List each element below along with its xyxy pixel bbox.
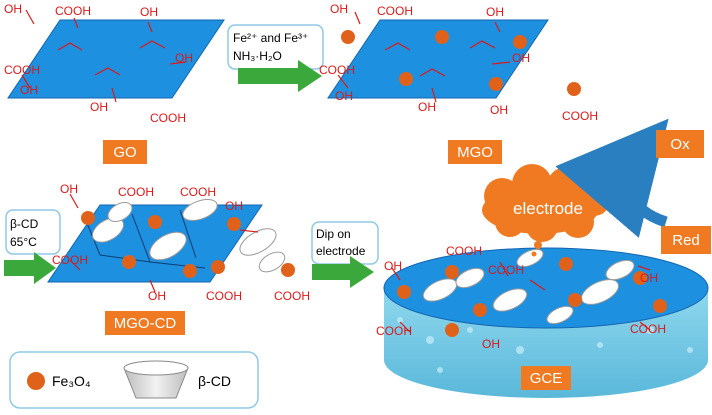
- go-cooh-1: COOH: [55, 4, 91, 18]
- fe3o4-legend-label: Fe₃O₄: [52, 373, 91, 389]
- mgocd-oh-2: OH: [225, 199, 243, 213]
- go-cooh-2: COOH: [4, 63, 40, 77]
- go-cooh-3: COOH: [150, 111, 186, 125]
- step2-line1: β-CD: [10, 217, 39, 231]
- electrode-cloud-label: electrode: [513, 199, 583, 218]
- step3-line2: electrode: [316, 244, 366, 258]
- go-oh-4: OH: [20, 83, 38, 97]
- mgo-cooh-3: COOH: [562, 109, 598, 123]
- red-label: Red: [672, 232, 700, 249]
- beta-cd-legend-label: β-CD: [198, 373, 231, 389]
- mgo-label-box: [448, 140, 502, 164]
- redox-cycle-arrow: [555, 118, 669, 238]
- step1-line1: Fe²⁺ and Fe³⁺: [233, 31, 308, 45]
- go-sheet: [7, 19, 225, 99]
- mgo-sheet-group: OH COOH OH COOH OH OH OH OH COOH: [319, 2, 598, 123]
- gce-oh-2: OH: [640, 271, 658, 285]
- mgo-cd-sheet-group: OH COOH COOH OH COOH OH COOH COOH: [47, 182, 310, 303]
- mgo-cooh-2: COOH: [319, 63, 355, 77]
- go-label-box: [103, 140, 147, 164]
- go-oh-3: OH: [175, 51, 193, 65]
- mgo-oh-1: OH: [330, 2, 348, 16]
- mgo-oh-3: OH: [512, 51, 530, 65]
- gce-label-box: [521, 366, 571, 390]
- gce-cooh-3: COOH: [376, 324, 412, 338]
- go-oh-2: OH: [140, 5, 158, 19]
- mgo-oh-4: OH: [335, 89, 353, 103]
- step1-line2: NH₃·H₂O: [233, 49, 282, 63]
- go-label: GO: [113, 144, 136, 161]
- mgo-label: MGO: [457, 144, 493, 161]
- gce-cooh-4: COOH: [630, 322, 666, 336]
- step1-arrow: [238, 60, 322, 92]
- go-oh-1: OH: [4, 2, 22, 16]
- gce-oh-1: OH: [384, 259, 402, 273]
- ox-label: Ox: [670, 136, 690, 153]
- mgocd-oh-3: OH: [148, 289, 166, 303]
- mgocd-cooh-3: COOH: [52, 253, 88, 267]
- mgo-oh-5: OH: [418, 100, 436, 114]
- gce-oh-3: OH: [482, 337, 500, 351]
- mgo-oh-2: OH: [486, 5, 504, 19]
- fe3o4-legend-marker: [27, 372, 45, 390]
- mgocd-cooh-2: COOH: [180, 185, 216, 199]
- step2-arrow: [4, 252, 56, 284]
- step3-line1: Dip on: [316, 227, 351, 241]
- beta-cd-cup-icon: [123, 360, 189, 399]
- gce-label: GCE: [530, 370, 563, 387]
- go-oh-5: OH: [90, 100, 108, 114]
- mgocd-cooh-5: COOH: [274, 289, 310, 303]
- mgocd-label-box: [105, 311, 185, 335]
- step2-box: [5, 209, 61, 255]
- mgocd-cooh-4: COOH: [206, 289, 242, 303]
- gce-cooh-2: COOH: [488, 263, 524, 277]
- legend: Fe₃O₄ β-CD: [9, 351, 259, 409]
- mgocd-label: MGO-CD: [114, 315, 177, 332]
- mgocd-cooh-1: COOH: [118, 185, 154, 199]
- gce-electrode: OH COOH COOH OH COOH COOH OH: [376, 244, 709, 398]
- go-sheet-group: OH COOH OH COOH OH OH OH COOH: [4, 2, 225, 125]
- mgo-oh-6: OH: [490, 103, 508, 117]
- mgocd-oh-1: OH: [60, 182, 78, 196]
- red-label-box: [661, 226, 711, 254]
- step3-arrow: [312, 256, 374, 288]
- step2-line2: 65°C: [10, 235, 37, 249]
- ox-label-box: [656, 130, 704, 158]
- mgo-cooh-1: COOH: [377, 4, 413, 18]
- gce-cooh-1: COOH: [446, 244, 482, 258]
